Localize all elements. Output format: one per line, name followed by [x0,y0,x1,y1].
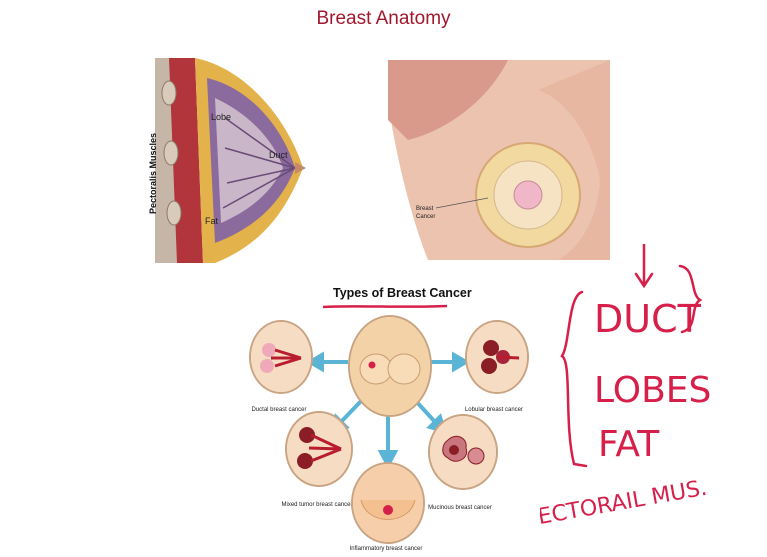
duct-label: Duct [269,150,288,160]
breast-cancer-torso-illustration: Breast Cancer [388,60,610,260]
lobular-caption: Lobular breast cancer [434,407,554,413]
note-pectoral: PECTORAIL MUS. [540,476,709,533]
pectoralis-muscles-label: Pectoralis Muscles [148,133,158,214]
note-lobes: LOBES [594,370,711,411]
inflammatory-caption: Inflammatory breast cancer [326,546,446,552]
ductal-cancer-icon [249,320,313,394]
types-heading: Types of Breast Cancer [333,286,472,300]
note-fat: FAT [598,424,660,465]
down-arrow-icon [636,244,652,286]
lobe-label: Lobe [211,112,231,122]
center-torso-icon [348,315,432,417]
mucinous-cancer-icon [428,414,498,490]
lobular-cancer-icon [465,320,529,394]
page-title: Breast Anatomy [0,8,767,30]
mixed-cancer-icon [285,411,353,487]
left-brace-icon [562,292,586,466]
breast-cross-section-illustration: Lobe Duct Fat [155,58,307,263]
breast-cancer-label-line1: Breast [416,206,434,212]
note-duct: DUCT [594,297,702,341]
breast-cancer-label-line2: Cancer [416,214,435,220]
handwritten-notes: DUCT LOBES FAT PECTORAIL MUS. [540,244,767,534]
fat-label: Fat [205,216,219,226]
inflammatory-cancer-icon [351,462,425,544]
